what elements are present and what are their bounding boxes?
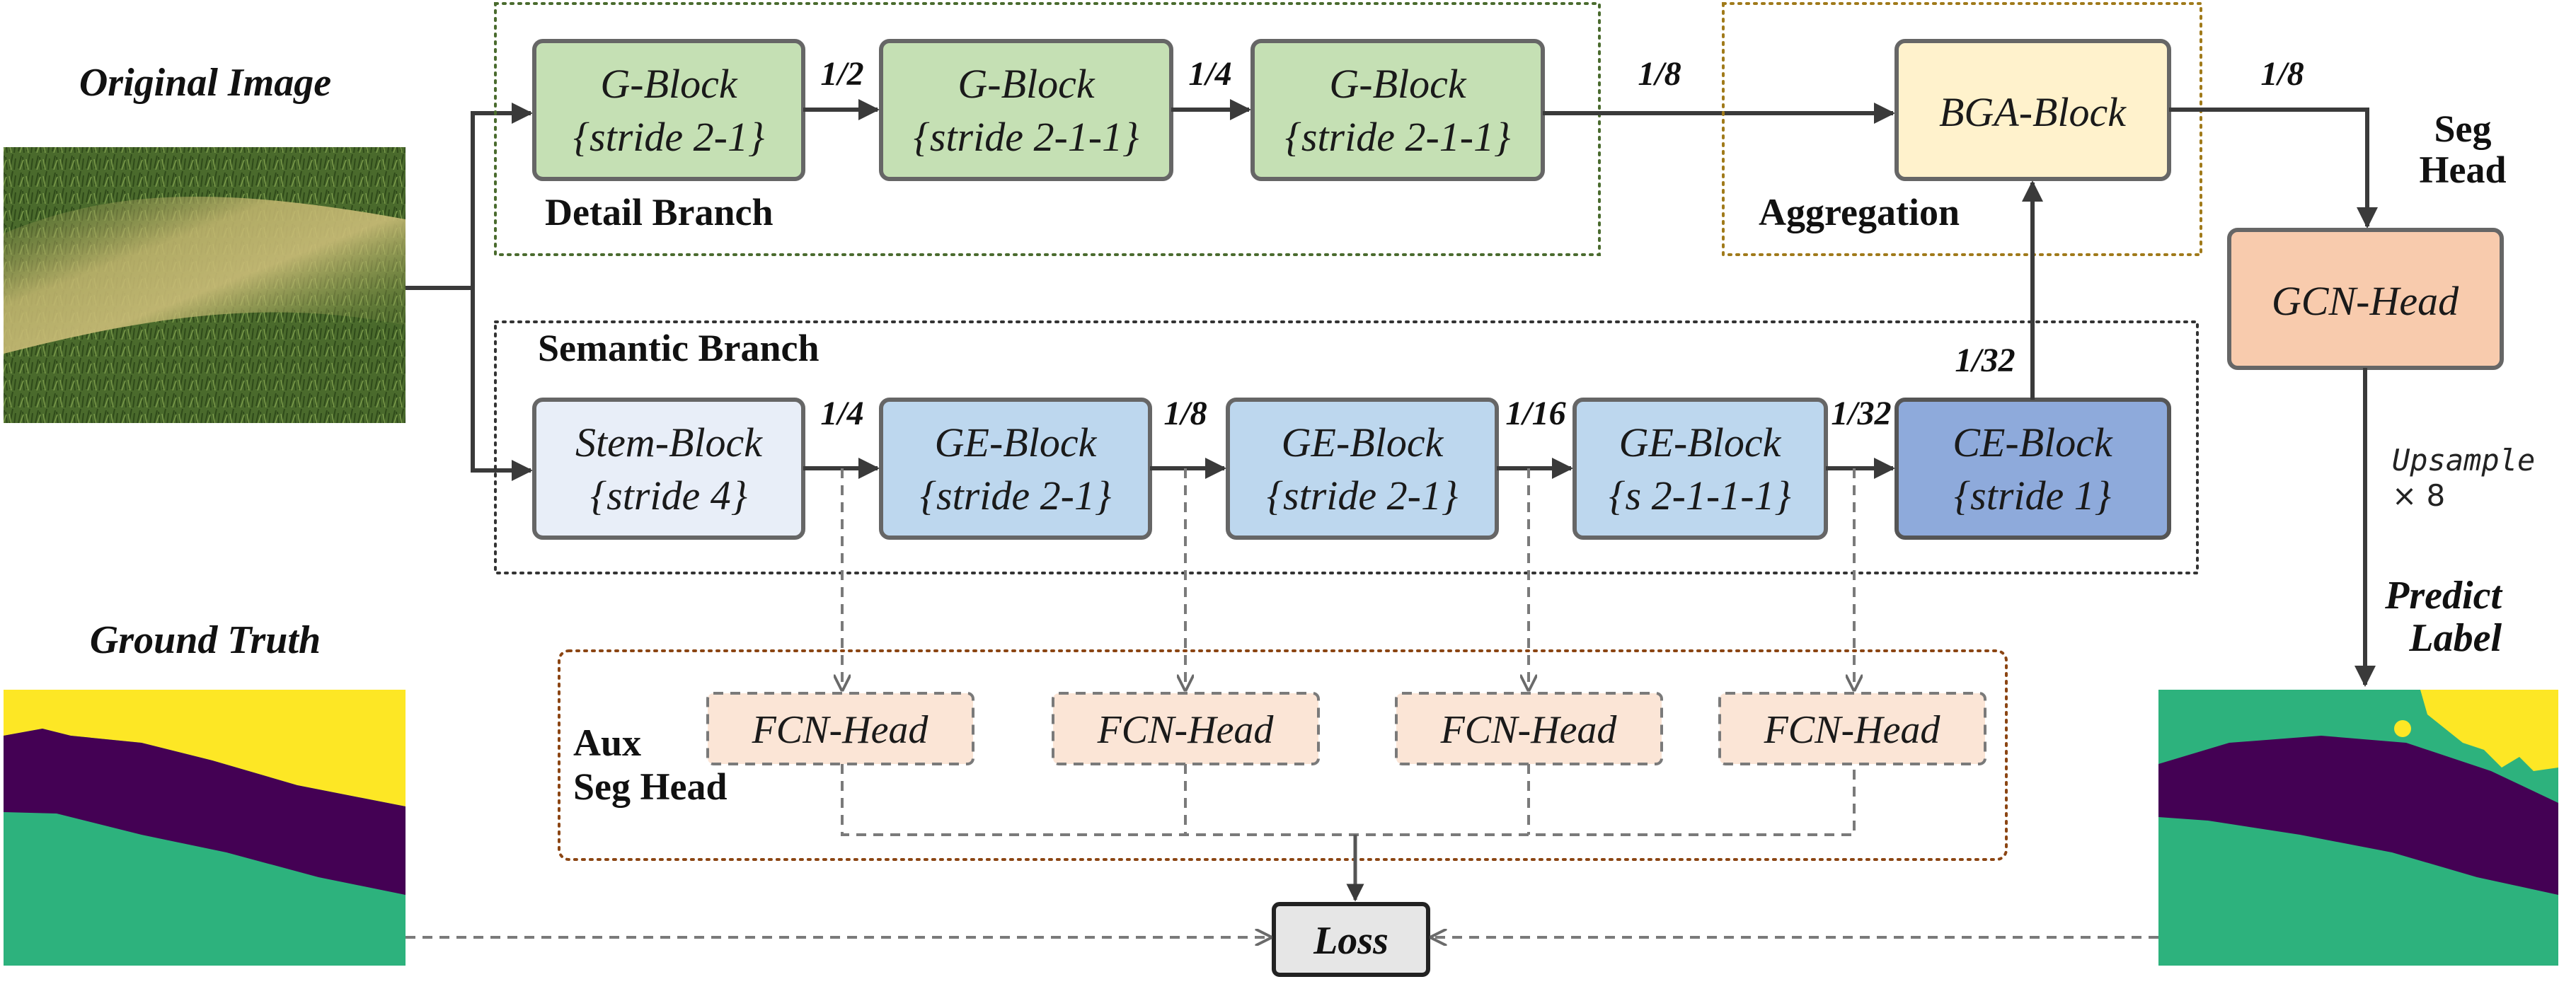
fcn-head-3-label: FCN-Head <box>1440 708 1618 752</box>
fcn-head-2: FCN-Head <box>1052 692 1320 765</box>
detail-block-3-name: G-Block <box>1329 61 1466 107</box>
detail-block-3-detail: {stride 2-1-1} <box>1285 114 1511 160</box>
loss-box: Loss <box>1272 902 1430 977</box>
original-image-title: Original Image <box>79 61 331 105</box>
fcn-head-2-label: FCN-Head <box>1097 708 1275 752</box>
ge-block-2-name: GE-Block <box>1282 419 1444 465</box>
seg-head-title-2: Head <box>2419 149 2506 191</box>
fcn-head-4-label: FCN-Head <box>1764 708 1941 752</box>
scale-label-1-32-up: 1/32 <box>1955 342 2015 379</box>
aggregation-to-seg-arrow <box>2169 108 2378 228</box>
detail-branch-frame <box>494 2 1601 256</box>
ge-block-3: GE-Block {s 2-1-1-1} <box>1572 398 1828 540</box>
detail-branch-title: Detail Branch <box>545 191 773 233</box>
fcn-head-1-label: FCN-Head <box>752 708 929 752</box>
detail-block-2: G-Block {stride 2-1-1} <box>879 39 1173 181</box>
fcn-head-1: FCN-Head <box>706 692 974 765</box>
bga-block: BGA-Block <box>1894 39 2171 181</box>
scale-label-1-2: 1/2 <box>820 55 863 93</box>
detail-block-1-detail: {stride 2-1} <box>573 114 764 160</box>
detail-block-1: G-Block {stride 2-1} <box>532 39 805 181</box>
ge-block-1: GE-Block {stride 2-1} <box>879 398 1152 540</box>
ge-block-2-detail: {stride 2-1} <box>1267 473 1458 519</box>
aux-title-2: Seg Head <box>573 765 728 808</box>
stem-block-detail: {stride 4} <box>590 473 747 519</box>
detail-block-2-detail: {stride 2-1-1} <box>914 114 1139 160</box>
stem-block-name: Stem-Block <box>575 419 763 465</box>
input-splitter <box>406 103 533 481</box>
ge-block-1-detail: {stride 2-1} <box>920 473 1111 519</box>
predict-title-1: Predict <box>2384 574 2502 618</box>
predict-title-2: Label <box>2408 616 2502 660</box>
aggregation-title: Aggregation <box>1759 191 1960 233</box>
seg-head-title-1: Seg <box>2434 108 2492 150</box>
scale-label-1-8-out: 1/8 <box>2260 55 2304 93</box>
upsample-factor: × 8 <box>2392 478 2445 513</box>
ge-block-3-name: GE-Block <box>1619 419 1782 465</box>
ce-block: CE-Block {stride 1} <box>1894 398 2171 540</box>
upsample-label: Upsample <box>2392 443 2535 477</box>
ge-block-3-detail: {s 2-1-1-1} <box>1609 473 1790 519</box>
bga-block-name: BGA-Block <box>1939 89 2127 135</box>
scale-label-1-4-detail: 1/4 <box>1188 55 1231 93</box>
detail-block-1-name: G-Block <box>600 61 737 107</box>
stem-block: Stem-Block {stride 4} <box>532 398 805 540</box>
original-image <box>4 147 406 423</box>
ground-truth-mask <box>4 690 406 966</box>
gcn-head-name: GCN-Head <box>2272 278 2459 324</box>
ce-block-name: CE-Block <box>1953 419 2113 465</box>
semantic-branch-frame <box>494 320 2199 574</box>
ge-block-1-name: GE-Block <box>935 419 1098 465</box>
scale-label-1-8-sem: 1/8 <box>1163 395 1207 432</box>
scale-label-1-16: 1/16 <box>1505 395 1565 432</box>
fcn-head-4: FCN-Head <box>1718 692 1986 765</box>
detail-block-2-name: G-Block <box>958 61 1095 107</box>
ground-truth-title: Ground Truth <box>90 618 321 662</box>
aux-dashed-connectors <box>842 468 1854 836</box>
loss-label: Loss <box>1313 919 1388 963</box>
fcn-head-3: FCN-Head <box>1395 692 1663 765</box>
aggregation-frame <box>1722 2 2202 256</box>
gcn-head: GCN-Head <box>2227 228 2504 370</box>
ce-block-detail: {stride 1} <box>1954 473 2111 519</box>
ge-block-2: GE-Block {stride 2-1} <box>1226 398 1499 540</box>
semantic-branch-title: Semantic Branch <box>538 327 820 369</box>
scale-label-1-32: 1/32 <box>1831 395 1891 432</box>
detail-block-3: G-Block {stride 2-1-1} <box>1250 39 1545 181</box>
aux-title-1: Aux <box>573 722 641 764</box>
predict-label-mask <box>2158 690 2558 966</box>
scale-label-1-4-sem: 1/4 <box>820 395 863 432</box>
scale-label-1-8-detail: 1/8 <box>1638 55 1681 93</box>
aux-seg-head-frame <box>558 649 2008 861</box>
